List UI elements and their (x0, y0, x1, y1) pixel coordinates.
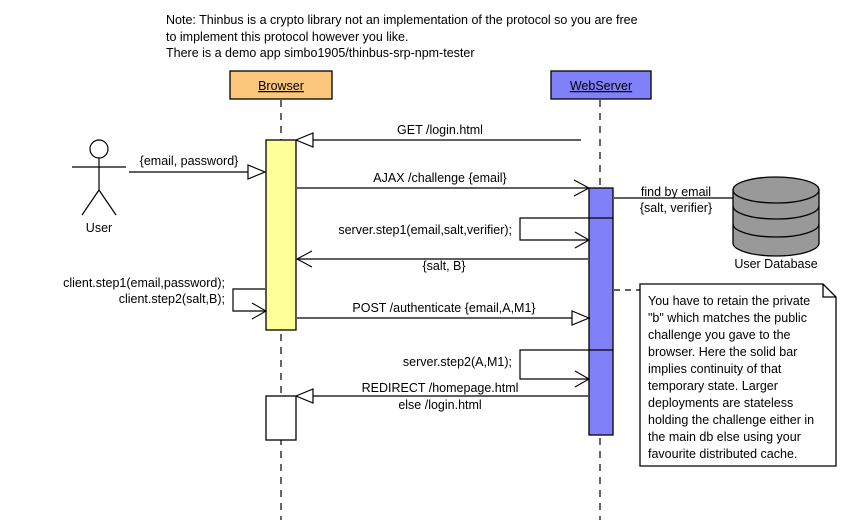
message-label-salt-verifier: {salt, verifier} (640, 201, 712, 215)
header-note-line-3: There is a demo app simbo1905/thinbus-sr… (166, 46, 475, 60)
message-redirect-homepage[interactable] (294, 388, 588, 404)
arrowhead-open-right-client-steps (251, 302, 268, 320)
arrowhead-hollow-left-get-login (294, 132, 314, 148)
message-label-server-step2: server.step2(A,M1); (403, 355, 512, 369)
arrowhead-open-right-server-step1 (574, 231, 591, 249)
side-note-fold-corner (822, 284, 836, 298)
message-label-client-step1: client.step1(email,password); (63, 276, 225, 290)
message-ajax-challenge[interactable] (297, 179, 591, 197)
participant-label-browser: Browser (258, 79, 304, 93)
message-label-salt-b: {salt, B} (422, 259, 465, 273)
database-band-1 (732, 205, 820, 220)
message-label-redirect-homepage: REDIRECT /homepage.html (362, 381, 519, 395)
database-band-2 (732, 223, 820, 238)
activation-bar-browser-secondary (265, 395, 297, 441)
header-note-line-2: to implement this protocol however you l… (166, 29, 409, 44)
actor-head-icon (89, 139, 109, 159)
message-label-get-login: GET /login.html (397, 123, 483, 137)
side-note-line-5: implies continuity of that (648, 362, 782, 376)
side-note-box (639, 283, 837, 467)
message-label-redirect-else: else /login.html (398, 398, 481, 412)
arrowhead-open-right-ajax-challenge (573, 179, 591, 197)
message-server-step2-self[interactable] (519, 349, 613, 388)
side-note-line-9: the main db else using your (648, 430, 801, 444)
participant-box-webserver[interactable] (550, 70, 652, 100)
arrowhead-hollow-right-email-password (247, 164, 267, 180)
header-note-line-1: Note: Thinbus is a crypto library not an… (166, 13, 638, 27)
database-cylinder-icon[interactable] (732, 176, 820, 257)
message-label-email-password: {email, password} (140, 154, 239, 168)
message-server-step1-self[interactable] (519, 217, 613, 249)
arrowhead-open-left-salt-b (295, 250, 313, 268)
message-get-login[interactable] (294, 132, 581, 148)
actor-leg-left-icon (81, 189, 100, 216)
message-client-steps-self[interactable] (232, 288, 268, 320)
arrowhead-hollow-left-redirect (294, 388, 314, 404)
message-email-password[interactable] (129, 164, 267, 180)
participant-label-webserver: WebServer (570, 79, 632, 93)
message-label-post-authenticate: POST /authenticate {email,A,M1} (352, 301, 535, 315)
activation-bar-webserver (588, 187, 614, 436)
self-call-loop-server-step2 (519, 349, 613, 380)
side-note-line-10: favourite distributed cache. (648, 447, 797, 461)
side-note-shape (639, 283, 837, 467)
side-note-line-6: temporary state. Larger (648, 379, 778, 393)
side-note-line-7: deployments are stateless (648, 396, 793, 410)
side-note-line-3: challenge you gave to the (648, 328, 791, 342)
message-salt-b[interactable] (295, 250, 588, 268)
arrowhead-open-right-server-step2 (574, 370, 591, 388)
activation-bar-browser-primary (265, 139, 297, 331)
database-top (732, 176, 820, 204)
side-note-line-4: browser. Here the solid bar (648, 345, 797, 359)
message-label-client-step2: client.step2(salt,B); (119, 292, 225, 306)
header-note: Note: Thinbus is a crypto library not an… (166, 12, 726, 62)
side-note-line-2: "b" which matches the public (648, 311, 807, 325)
message-label-find-by-email: find by email (641, 185, 711, 199)
actor-leg-right-icon (98, 189, 117, 216)
participant-label-user: User (86, 221, 112, 235)
message-post-authenticate[interactable] (297, 310, 591, 326)
message-label-server-step1: server.step1(email,salt,verifier); (338, 223, 512, 237)
database-body (732, 189, 820, 257)
participant-label-database: User Database (734, 257, 817, 271)
arrowhead-hollow-right-post-authenticate (571, 310, 591, 326)
participant-box-browser[interactable] (229, 70, 333, 100)
side-note-line-1: You have to retain the private (648, 294, 810, 308)
message-label-ajax-challenge: AJAX /challenge {email} (373, 171, 506, 185)
self-call-loop-server-step1 (519, 217, 613, 241)
self-call-loop-client-steps (232, 288, 265, 312)
side-note-line-8: holding the challenge either in (648, 413, 814, 427)
actor-user[interactable] (72, 139, 126, 216)
